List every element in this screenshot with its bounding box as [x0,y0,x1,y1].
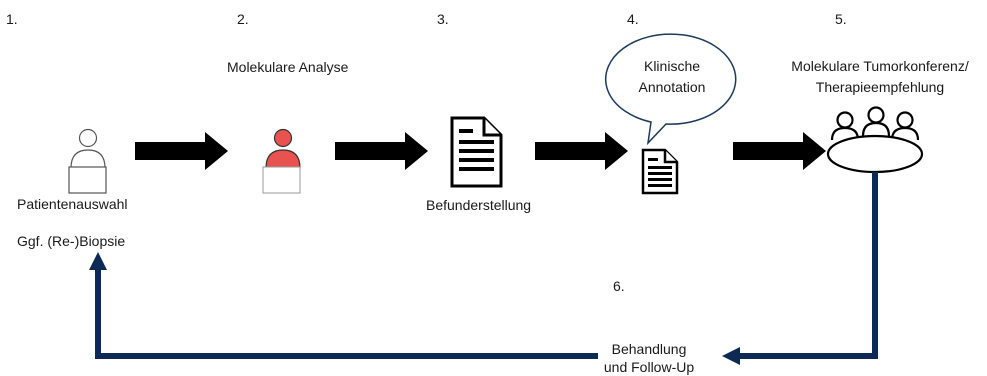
step-1-label-biopsy: Ggf. (Re-)Biopsie [17,233,126,249]
return-arrow-left-segment [95,268,598,359]
step-5-number: 5. [835,11,847,27]
arrow-4-5 [733,132,826,170]
step-4-number: 4. [627,11,639,27]
speech-bubble [604,33,737,146]
return-arrow-right-segment [738,172,878,359]
arrow-1-2 [135,132,228,170]
step-5-label-line1: Molekulare Tumorkonferenz/ [791,58,969,74]
bubble-text-line2: Annotation [638,79,706,95]
small-document-icon [641,148,679,195]
return-arrowhead-up [89,252,107,270]
arrow-3-4 [535,132,628,170]
arrow-2-3 [335,132,428,170]
bubble-text-line1: Klinische [643,58,701,74]
step-1-number: 1. [6,11,18,27]
step-1-label-patient-selection: Patientenauswahl [17,196,128,212]
step-2-number: 2. [237,11,249,27]
person-red-icon [262,128,301,194]
document-icon [450,116,503,188]
return-arrowhead-left [722,347,740,365]
step-6-number: 6. [613,278,625,294]
step-2-label: Molekulare Analyse [227,59,349,75]
step-6-label-line2: und Follow-Up [603,359,695,375]
step-5-label-line2: Therapieempfehlung [815,79,945,95]
step-6-label-line1: Behandlung [611,341,687,357]
conference-table-icon [826,106,924,174]
step-3-label: Befunderstellung [426,197,532,213]
person-outline-icon [68,128,107,194]
step-3-number: 3. [437,11,449,27]
